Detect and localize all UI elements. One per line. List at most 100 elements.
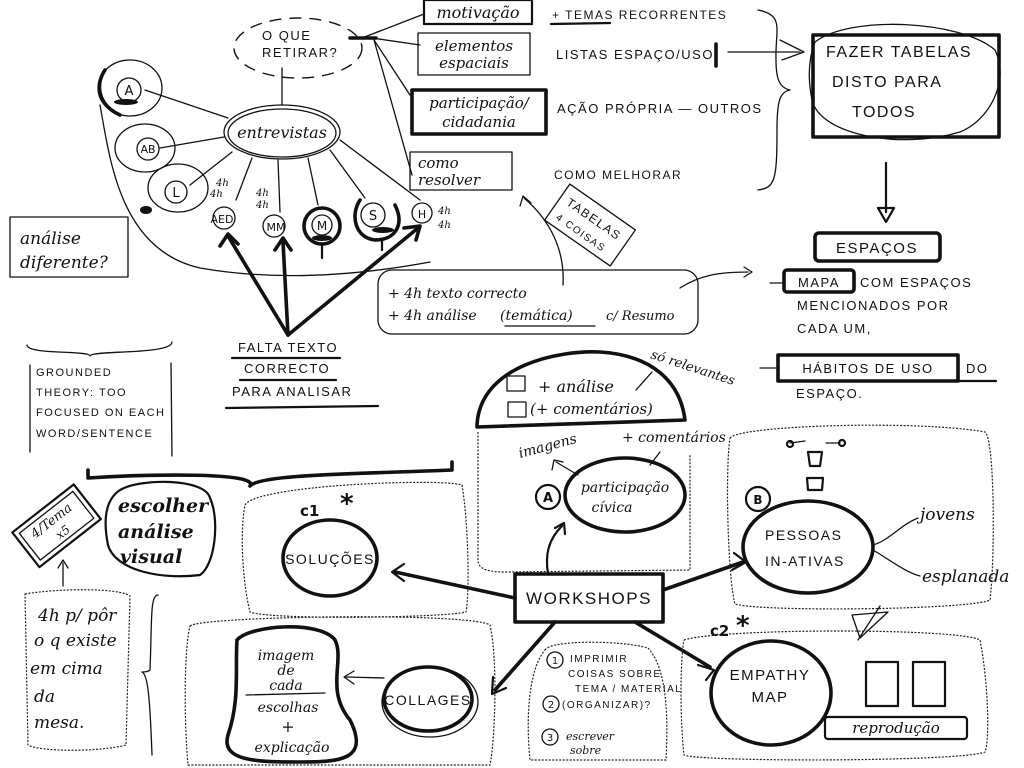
node-h-hours-1: 4h xyxy=(437,206,451,217)
vase-bottom-line-2: + xyxy=(281,717,294,736)
make-tables-line-3: TODOS xyxy=(852,104,916,121)
interviews-label: entrevistas xyxy=(237,123,327,142)
missing-text-note: FALTA TEXTO CORRECTO PARA ANALISAR xyxy=(224,340,380,410)
workshops-top-brace xyxy=(86,460,454,488)
espacos-map-line-1: COM ESPAÇOS xyxy=(860,275,972,290)
espacos-map-label: MAPA xyxy=(798,275,840,290)
mesa-line-1: 4h p/ pôr xyxy=(37,606,117,626)
espacos-section: ESPAÇOS MAPA COM ESPAÇOS MENCIONADOS POR… xyxy=(759,231,998,401)
mesa-line-4: da xyxy=(34,687,55,707)
section-b: PESSOAS IN-ATIVAS B jovens esplanada xyxy=(726,424,1009,610)
node-h-label: H xyxy=(418,208,426,221)
node-ab-label: AB xyxy=(140,143,155,156)
choose-line-1: escolher xyxy=(118,495,210,517)
category-participacao-label-1: participação/ xyxy=(429,94,531,112)
category-resolver-label-1: como xyxy=(418,154,459,172)
make-tables-box: FAZER TABELAS DISTO PARA TODOS xyxy=(808,23,1001,141)
missing-text-line-1: FALTA TEXTO xyxy=(238,340,338,355)
category-participacao-label-2: cidadania xyxy=(442,113,516,131)
tema-tag: 4/Tema x5 xyxy=(11,483,102,569)
interviews-node: entrevistas xyxy=(223,104,341,160)
category-participacao-note: AÇÃO PRÓPRIA — OUTROS xyxy=(557,101,763,116)
tema-tag-line-2: x5 xyxy=(53,522,73,542)
category-motivacao: motivação + TEMAS RECORRENTES xyxy=(422,0,727,26)
mesa-line-2: o q existe xyxy=(34,631,117,651)
category-resolver: como resolver COMO MELHORAR xyxy=(409,151,681,191)
tema-link-icon xyxy=(57,559,69,569)
vase-bottom-line-1: escolhas xyxy=(258,700,319,716)
brace-arrow-icon xyxy=(779,39,805,61)
espacos-map-line-3: CADA UM, xyxy=(797,321,872,336)
node-m-label: M xyxy=(317,219,327,233)
interview-node-m: M xyxy=(302,206,342,260)
step-1: 1 IMPRIMIR COISAS SOBRE TEMA / MATERIAL xyxy=(546,651,681,695)
step-3-line-2: sobre xyxy=(570,744,602,757)
node-l-label: L xyxy=(172,186,180,201)
grounded-line-4: WORD/SENTENCE xyxy=(36,428,153,440)
step-3-number: 3 xyxy=(547,733,553,744)
espacos-habits-label: HÁBITOS DE USO xyxy=(802,361,933,376)
workshops-node: WORKSHOPS xyxy=(513,572,665,624)
node-aed-hours-2: 4h xyxy=(209,189,223,200)
branch-esplanada: esplanada xyxy=(922,567,1009,587)
dome-line-2: (+ comentários) xyxy=(530,400,653,418)
section-a-badge: A xyxy=(543,491,553,506)
mesa-line-5: mesa. xyxy=(34,713,84,733)
node-aed-hours-1: 4h xyxy=(215,178,229,189)
c2-star-icon: * xyxy=(736,611,750,641)
espacos-habits-line-1: DO xyxy=(966,361,989,376)
pessoas-inativas-line-2: IN-ATIVAS xyxy=(765,553,845,569)
node-mm-hours-1: 4h xyxy=(255,188,269,199)
participacao-civica-line-1: participação xyxy=(581,480,669,496)
section-a-comments: + comentários xyxy=(622,430,726,446)
empathy-map-line-2: MAP xyxy=(751,689,788,706)
step-1-line-2: COISAS SOBRE xyxy=(568,669,662,680)
analysis-note-line-1: + 4h texto correcto xyxy=(388,286,527,302)
branch-jovens: jovens xyxy=(916,505,975,525)
analysis-note-thematic: (temática) xyxy=(500,308,573,324)
steps-panel: 1 IMPRIMIR COISAS SOBRE TEMA / MATERIAL … xyxy=(527,641,681,761)
category-motivacao-note: + TEMAS RECORRENTES xyxy=(552,8,727,22)
choose-line-2: análise xyxy=(118,521,194,543)
section-c1: SOLUÇÕES c1 * xyxy=(241,481,469,618)
pessoas-inativas-line-1: PESSOAS xyxy=(765,527,842,543)
workshop-arrows xyxy=(390,521,748,696)
node-aed-label: AED xyxy=(211,213,234,226)
vase-top-line-1: imagem xyxy=(258,648,315,664)
interview-node-l: L xyxy=(140,163,209,214)
grounded-line-3: FOCUSED ON EACH xyxy=(36,407,165,419)
tabelas-arrow-icon xyxy=(519,195,532,207)
tabelas-arrow xyxy=(523,197,564,286)
question-line-2: RETIRAR? xyxy=(262,45,338,60)
mesa-line-3: em cima xyxy=(30,659,103,679)
category-elementos: elementos espaciais LISTAS ESPAÇO/USO xyxy=(417,32,801,76)
collapse-icon xyxy=(851,611,889,639)
c2-label: c2 xyxy=(710,622,729,640)
reproducao-label: reprodução xyxy=(852,719,940,737)
step-2-number: 2 xyxy=(548,700,554,711)
different-analysis-line-2: diferente? xyxy=(20,253,109,273)
node-a-label: A xyxy=(125,84,134,99)
down-arrow-icon xyxy=(876,206,896,224)
make-tables-line-1: FAZER TABELAS xyxy=(826,44,972,61)
interview-node-a: A xyxy=(97,59,163,117)
workshops-label: WORKSHOPS xyxy=(526,589,652,608)
choose-line-3: visual xyxy=(120,546,182,568)
category-resolver-label-2: resolver xyxy=(418,171,481,189)
missing-text-line-2: CORRECTO xyxy=(244,361,330,376)
different-analysis-line-1: análise xyxy=(20,229,81,249)
node-mm-hours-2: 4h xyxy=(255,200,269,211)
spokes xyxy=(144,89,421,213)
section-b-badge: B xyxy=(753,493,762,507)
categories-brace xyxy=(757,9,791,191)
step-1-line-1: IMPRIMIR xyxy=(570,654,628,665)
step-2: 2 (ORGANIZAR)? xyxy=(542,695,650,713)
node-mm-label: MM xyxy=(267,221,286,234)
vase-top-line-3: cada xyxy=(269,678,303,694)
interview-node-aed: AED 4h 4h xyxy=(209,178,236,230)
espacos-habits-line-2: ESPAÇO. xyxy=(796,386,863,401)
question-cloud: O QUE RETIRAR? xyxy=(233,17,363,106)
espacos-title: ESPAÇOS xyxy=(836,240,918,257)
step-3-line-1: escrever xyxy=(566,730,615,743)
